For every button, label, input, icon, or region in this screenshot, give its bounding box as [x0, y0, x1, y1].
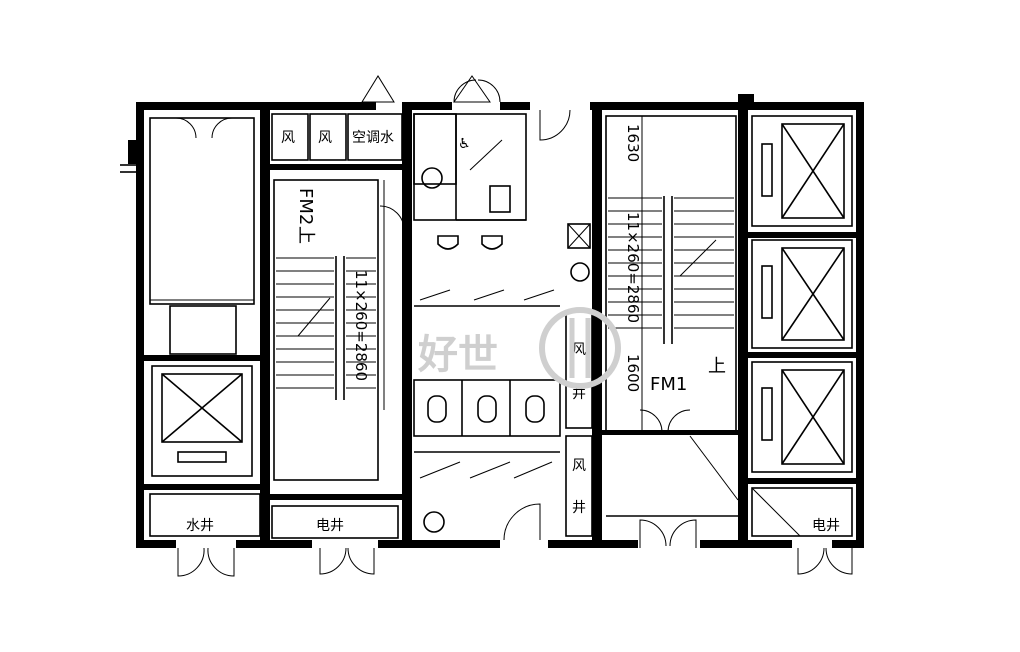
stair-dim-right: 11×260=2860: [624, 212, 642, 323]
fm1-label: FM1: [650, 374, 687, 395]
toilet-core: [413, 109, 593, 541]
labels: 风 风 空调水 ♿ FM2 上 11×260=2860 1630 11×260=…: [186, 124, 840, 534]
dim-1600: 1600: [624, 354, 642, 392]
wind-shaft-right-1a: 风: [572, 342, 586, 358]
left-wing: [120, 117, 261, 577]
watermark-logo: 好世: [417, 307, 621, 389]
elevator-car-right-3: [751, 361, 853, 473]
elec-shaft-right-label: 电井: [812, 518, 840, 534]
wind-shaft-label-1: 风: [281, 130, 295, 146]
roof-door-symbols: [361, 75, 501, 103]
elevator-bank-right: [738, 94, 853, 575]
wind-shaft-right-2b: 井: [572, 500, 586, 516]
up-right-label: 上: [708, 356, 726, 377]
elec-shaft-left: [271, 505, 399, 575]
wind-shaft-right-1b: 井: [572, 386, 586, 402]
elevator-car-right-1: [751, 115, 853, 227]
wind-shaft-label-2: 风: [318, 130, 332, 146]
small-shafts-top: [271, 113, 403, 161]
stair-left: [273, 179, 405, 481]
stair-dim-left: 11×260=2860: [352, 270, 370, 381]
water-shaft-label: 水井: [186, 518, 214, 534]
elevator-car-right-2: [751, 239, 853, 349]
elevator-car-left: [151, 365, 253, 477]
walls: [136, 102, 864, 548]
ac-water-label: 空调水: [352, 130, 394, 146]
dim-1630: 1630: [624, 124, 642, 162]
wind-shaft-right-2a: 风: [572, 458, 586, 474]
accessible-label: ♿: [458, 136, 471, 152]
up-left-label: 上: [295, 226, 316, 244]
fm2-label: FM2: [295, 188, 316, 225]
elec-shaft-left-label: 电井: [316, 518, 344, 534]
stair-right: [605, 115, 739, 548]
watermark-text: 好世: [417, 332, 498, 378]
